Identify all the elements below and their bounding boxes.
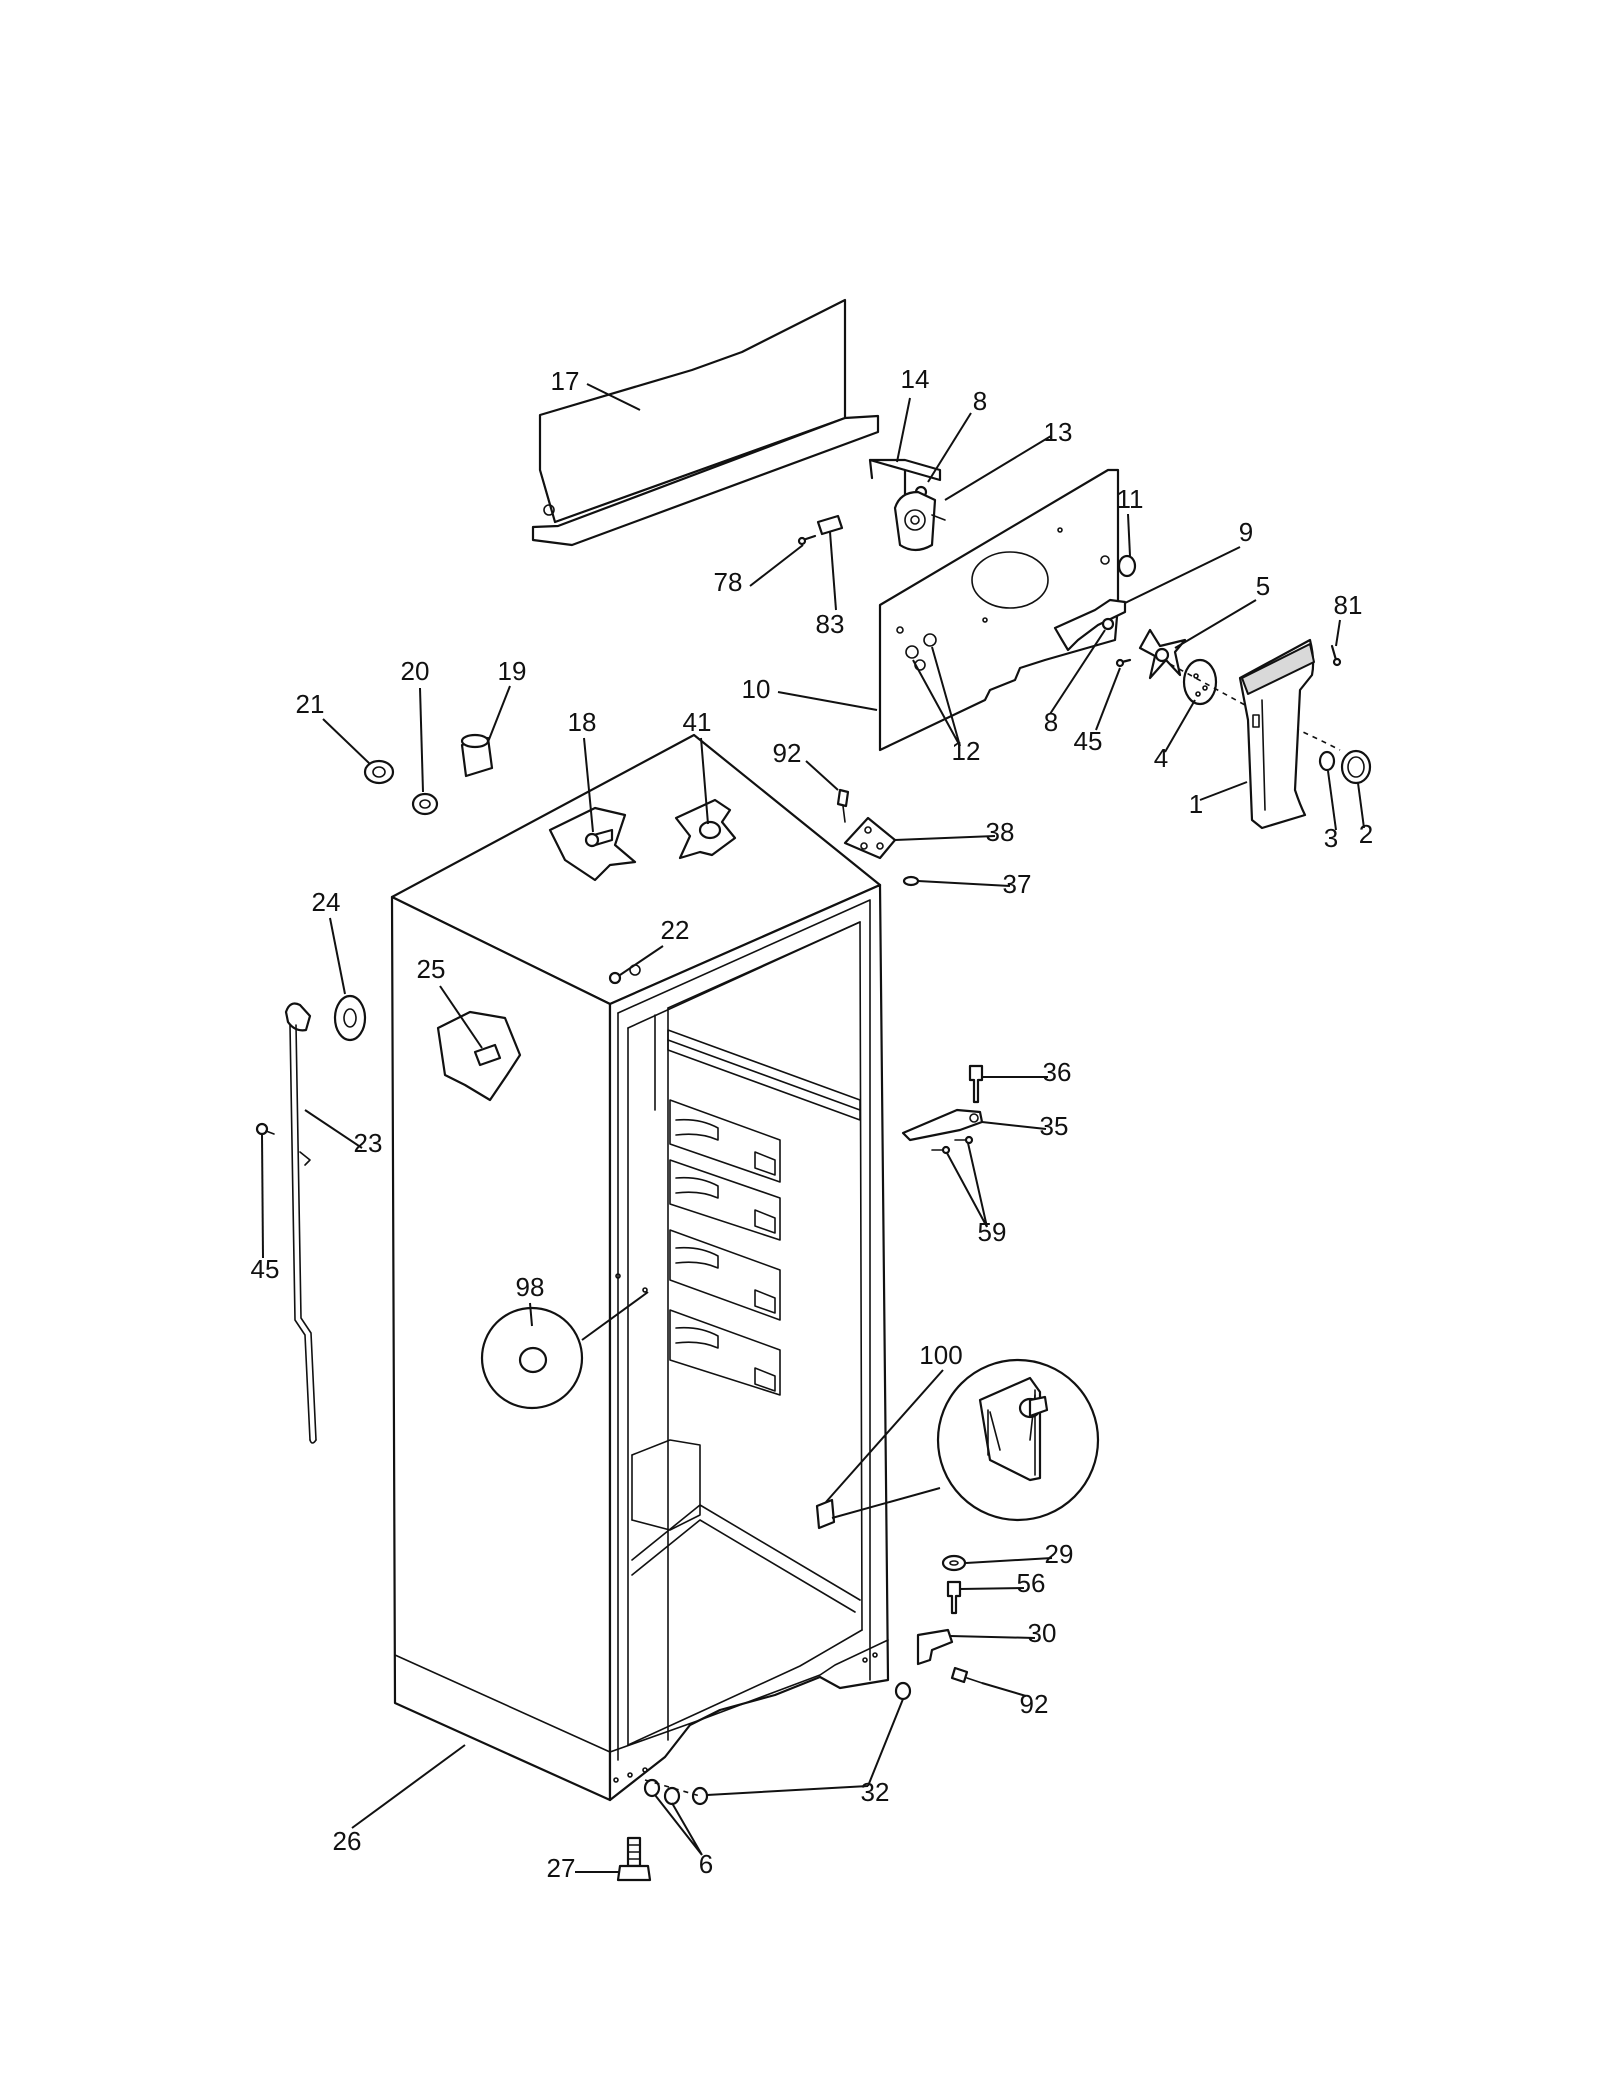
callout-10: 10 <box>742 674 771 704</box>
callout-20: 20 <box>401 656 430 686</box>
part-19-bushing <box>460 733 494 778</box>
callout-32: 32 <box>861 1777 890 1807</box>
part-2-knob <box>1340 749 1372 785</box>
part-27-leveling-leg <box>616 1836 652 1882</box>
part-20-grommet <box>411 792 439 816</box>
callout-17: 17 <box>551 366 580 396</box>
callout-37: 37 <box>1003 869 1032 899</box>
callout-9: 9 <box>1239 517 1253 547</box>
callout-22: 22 <box>661 915 690 945</box>
callout-78: 78 <box>714 567 743 597</box>
part-37-screw <box>902 875 920 887</box>
part-6-plugs <box>643 1778 681 1806</box>
callout-8: 8 <box>1044 707 1058 737</box>
callout-14: 14 <box>901 364 930 394</box>
part-10-evap-cover <box>878 468 1120 752</box>
part-25-hinge <box>436 1010 522 1102</box>
callout-30: 30 <box>1028 1618 1057 1648</box>
callout-19: 19 <box>498 656 527 686</box>
callout-92: 92 <box>1020 1689 1049 1719</box>
callout-25: 25 <box>417 954 446 984</box>
callout-29: 29 <box>1045 1539 1074 1569</box>
callout-21: 21 <box>296 689 325 719</box>
callout-92: 92 <box>773 738 802 768</box>
callout-83: 83 <box>816 609 845 639</box>
part-9-fan-bracket <box>1053 598 1127 652</box>
callout-36: 36 <box>1043 1057 1072 1087</box>
part-32-plug-a <box>894 1681 912 1701</box>
part-41-bushing <box>674 798 737 860</box>
callout-1: 1 <box>1189 789 1203 819</box>
part-17-duct-cover <box>531 298 880 547</box>
callout-3: 3 <box>1324 823 1338 853</box>
part-36-pin <box>968 1064 984 1104</box>
part-100-detail <box>936 1358 1100 1522</box>
part-98-detail <box>480 1306 584 1410</box>
part-35-hinge-bracket <box>901 1108 984 1142</box>
part-13-damper-motor <box>893 490 946 552</box>
part-26-cabinet <box>390 733 890 1802</box>
part-59-screws <box>931 1135 974 1155</box>
callout-5: 5 <box>1256 571 1270 601</box>
callout-2: 2 <box>1359 819 1373 849</box>
callout-12: 12 <box>952 736 981 766</box>
part-78-screw <box>797 534 817 546</box>
callout-38: 38 <box>986 817 1015 847</box>
part-4-fan-motor <box>1182 658 1218 706</box>
callout-4: 4 <box>1154 743 1168 773</box>
part-18-hinge-pin <box>548 806 637 882</box>
callout-26: 26 <box>333 1826 362 1856</box>
callout-13: 13 <box>1044 417 1073 447</box>
callout-100: 100 <box>919 1340 962 1370</box>
part-1-control-housing <box>1238 638 1315 830</box>
callout-8: 8 <box>973 386 987 416</box>
callout-45: 45 <box>251 1254 280 1284</box>
part-81-screw <box>1330 644 1342 667</box>
part-29-washer <box>941 1554 967 1572</box>
part-5-fan-blade <box>1138 628 1187 680</box>
callout-11: 11 <box>1117 484 1144 514</box>
part-92-screw-bottom <box>950 1666 983 1684</box>
shelf-rails <box>669 1099 781 1396</box>
part-23-door-stop-rod <box>284 1002 317 1444</box>
assembly-line-fan <box>1169 663 1341 751</box>
part-92-screw-top <box>836 788 850 823</box>
callout-45: 45 <box>1074 726 1103 756</box>
part-22-plug <box>608 971 622 985</box>
callout-27: 27 <box>547 1853 576 1883</box>
part-83-clip <box>816 514 844 536</box>
callout-98: 98 <box>516 1272 545 1302</box>
callout-24: 24 <box>312 887 341 917</box>
part-30-hinge-bottom <box>916 1628 954 1666</box>
part-56-pin <box>946 1580 962 1615</box>
part-11-plug <box>1117 554 1137 578</box>
callout-18: 18 <box>568 707 597 737</box>
callout-41: 41 <box>683 707 712 737</box>
callout-81: 81 <box>1334 590 1363 620</box>
part-45-screw-left <box>255 1122 275 1136</box>
callout-35: 35 <box>1040 1111 1069 1141</box>
part-3-knob-shaft <box>1318 750 1336 772</box>
part-45-screw-right <box>1115 658 1132 668</box>
callout-23: 23 <box>354 1128 383 1158</box>
callout-59: 59 <box>978 1217 1007 1247</box>
part-24-washer <box>333 994 367 1042</box>
part-100-clip <box>815 1498 836 1530</box>
part-8-screw-mid <box>1101 617 1115 631</box>
part-32-plug-b <box>691 1786 709 1806</box>
callout-56: 56 <box>1017 1568 1046 1598</box>
part-38-hinge-plate <box>843 816 897 860</box>
part-21-grommet <box>363 759 395 785</box>
callout-6: 6 <box>699 1849 713 1879</box>
leader-lines <box>261 383 1365 1873</box>
